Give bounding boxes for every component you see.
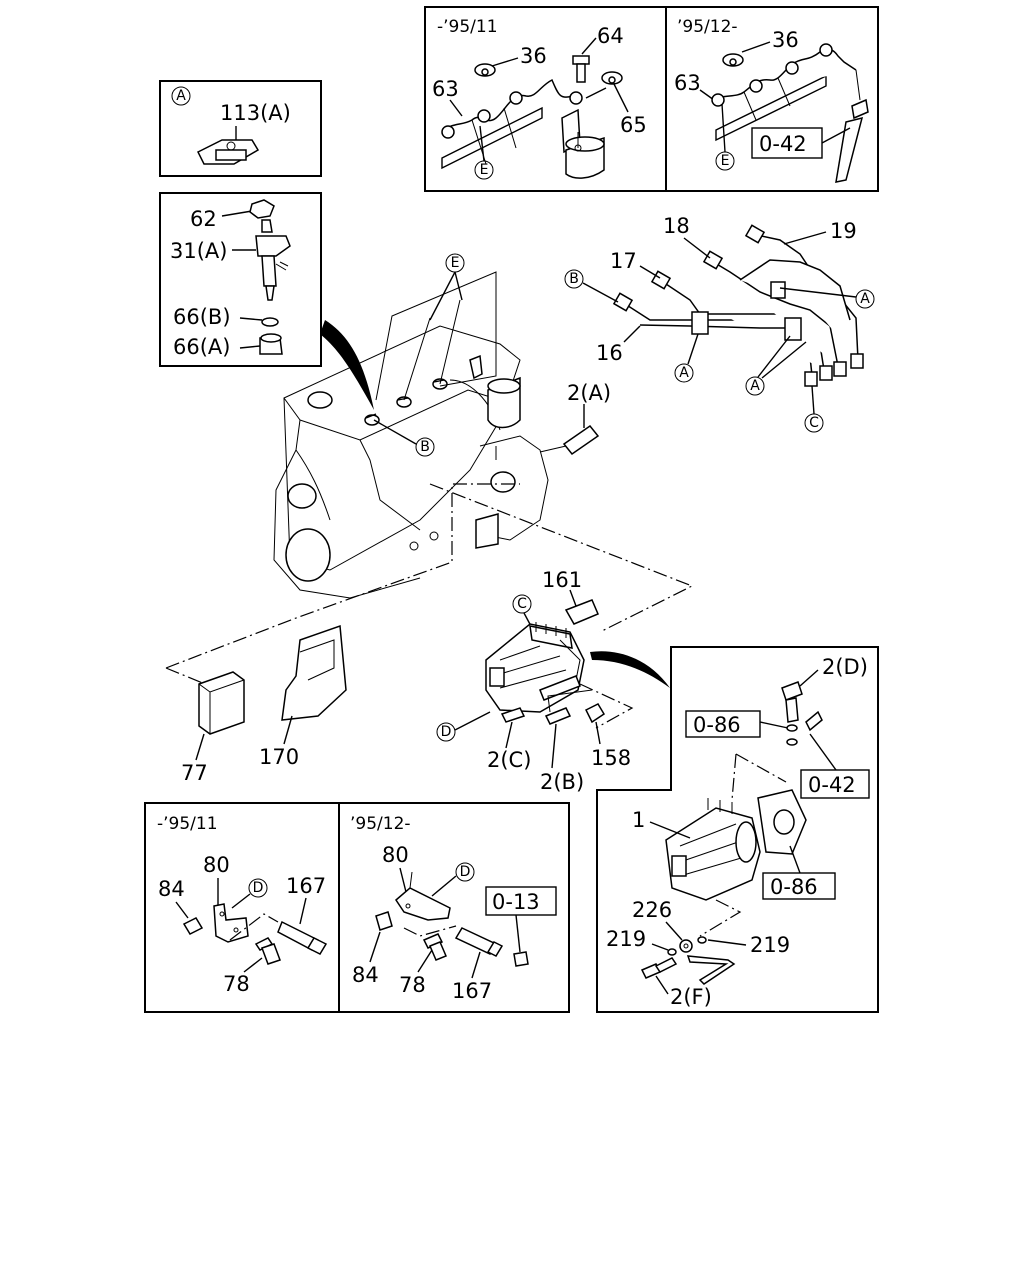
inset-frame [159,80,322,177]
part-label-80: 80 [203,853,230,877]
injection-pump-area: 161 C D 2(C) 2(B) 158 77 [165,483,694,794]
circle-ref-label: D [253,880,264,896]
ref-box-0-86 [685,710,761,738]
fuel-injection-pipes: 18 19 17 16 B A A A C [564,214,875,433]
circle-ref-label: A [750,378,760,394]
bracket-part [182,903,328,965]
pipe-clamp-part [196,139,260,165]
circle-ref-marker [455,862,475,882]
pipe-drawing [612,224,864,387]
circle-ref-label: A [176,88,186,104]
inset-bracket-upto-95-11: -’95/11 80 D 84 167 78 [144,802,340,1013]
inset-frame [596,646,879,1013]
ref-box-0-42 [800,769,870,799]
ref-box-label: 0-42 [808,773,856,797]
circle-ref-label: D [460,864,471,880]
period-label: -’95/11 [157,814,218,834]
part-label-66a: 66(A) [173,335,230,359]
part-label-170: 170 [259,745,299,769]
part-label-2d: 2(D) [822,655,868,679]
circle-ref-label: A [860,291,870,307]
inset-bracket-from-95-12: ’95/12- 80 D 0-13 84 78 167 [338,802,570,1013]
circle-ref-marker [436,722,456,742]
part-label-63: 63 [674,71,701,95]
bracket-part [375,871,529,967]
engine-block: 2(A) E B [273,253,611,599]
part-label-161: 161 [542,568,582,592]
part-label-66b: 66(B) [173,305,231,329]
part-label-16: 16 [596,341,623,365]
circle-ref-label: D [441,724,452,740]
circle-ref-label: B [569,271,579,287]
inset-frame [159,192,322,367]
part-label-84: 84 [158,877,185,901]
part-label-36: 36 [520,44,547,68]
period-label: ’95/12- [677,17,738,37]
part-label-219: 219 [606,927,646,951]
circle-ref-marker [564,269,584,289]
circle-ref-label: E [480,162,489,178]
ref-box-label: 0-42 [759,132,807,156]
part-label-63: 63 [432,77,459,101]
part-label-62: 62 [190,207,217,231]
part-label-84: 84 [352,963,379,987]
circle-ref-label: E [451,255,460,271]
part-label-78: 78 [223,972,250,996]
part-label-167: 167 [452,979,492,1003]
circle-ref-marker [512,594,532,614]
part-label-219-b: 219 [750,933,790,957]
part-label-158: 158 [591,746,631,770]
part-label-2a: 2(A) [567,381,611,405]
part-label-31a: 31(A) [170,239,227,263]
ref-box-0-86 [762,872,836,900]
circle-ref-label: A [679,365,689,381]
injection-pump-part [485,622,585,713]
part-label-65: 65 [620,113,647,137]
period-label: ’95/12- [350,814,411,834]
part-label-167: 167 [286,874,326,898]
inset-leak-off-from-95-12: ’95/12- 36 63 E 0-42 [665,6,879,192]
part-label-78: 78 [399,973,426,997]
inset-injection-pump-detail: 2(D) 0-86 0-42 1 0-86 [596,646,879,1013]
part-label-77: 77 [181,761,208,785]
part-label-1: 1 [632,808,645,832]
circle-ref-marker [745,376,765,396]
part-label-2b: 2(B) [540,770,584,794]
circle-ref-marker [415,437,435,457]
part-label-113a: 113(A) [220,101,291,125]
injection-pump-assembly-part [665,789,807,901]
part-label-226: 226 [632,898,672,922]
inset-frame [665,6,879,192]
circle-ref-label: C [809,415,819,431]
circle-ref-marker [674,363,694,383]
inset-fuel-pipe-clamp: A 113(A) [159,80,322,177]
part-label-17: 17 [610,249,637,273]
ref-box-0-13 [485,886,557,916]
part-label-36: 36 [772,28,799,52]
part-label-19: 19 [830,219,857,243]
part-label-2c: 2(C) [487,748,531,772]
inset-leak-off-upto-95-11: -’95/11 36 64 63 65 [424,6,667,192]
inset-frame [338,802,570,1013]
circle-ref-label: B [420,439,430,455]
part-label-80: 80 [382,843,409,867]
part-label-2f: 2(F) [670,985,712,1009]
part-label-18: 18 [663,214,690,238]
inset-injection-nozzle: 62 31(A) 66(B) 66(A) [159,192,322,367]
circle-ref-label: C [517,596,527,612]
leak-off-pipe-part [711,43,869,183]
circle-ref-marker [171,86,191,106]
leak-off-pipe-part [441,55,623,179]
circle-ref-marker [855,289,875,309]
period-label: -’95/11 [437,17,498,37]
injection-nozzle-part [249,199,291,355]
circle-ref-label: E [721,153,730,169]
circle-ref-marker [248,878,268,898]
ref-box-label: 0-13 [492,890,540,914]
part-label-64: 64 [597,24,624,48]
ref-box-label: 0-86 [770,875,818,899]
ref-box-label: 0-86 [693,713,741,737]
